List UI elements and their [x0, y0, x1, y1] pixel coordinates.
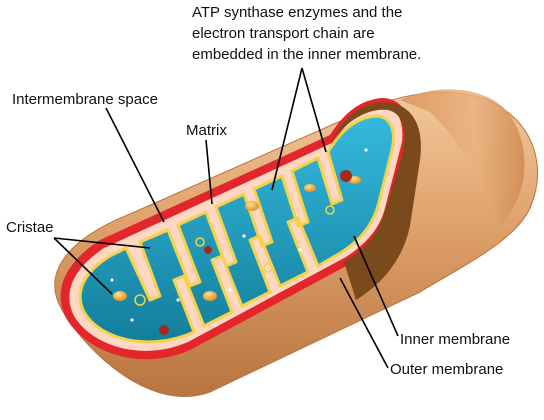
cut-face — [332, 102, 421, 300]
atp-note-line-3: embedded in the inner membrane. — [192, 46, 421, 63]
leader-cristae-2 — [53, 237, 151, 249]
leader-atp-2 — [301, 67, 327, 153]
leader-intermembrane — [105, 107, 165, 223]
granule — [203, 291, 217, 301]
outer-body-end-cap — [400, 89, 525, 226]
leader-atp-1 — [271, 67, 303, 191]
cut-section — [60, 98, 421, 360]
dot — [228, 288, 232, 292]
dna-granule — [340, 170, 352, 182]
label-inner-membrane: Inner membrane — [400, 331, 510, 348]
ring — [263, 263, 273, 273]
granule — [113, 291, 127, 301]
dot — [242, 234, 246, 238]
granule — [304, 184, 316, 192]
dot — [110, 278, 114, 282]
leader-cristae-1 — [53, 237, 113, 295]
dna-granule — [204, 246, 212, 254]
atp-note-line-2: electron transport chain are — [192, 25, 375, 42]
ring — [325, 205, 335, 215]
leader-inner-membrane — [353, 235, 399, 337]
ring — [134, 294, 146, 306]
labels: ATP synthase enzymes and the electron tr… — [6, 4, 510, 378]
matrix-area — [78, 114, 395, 344]
dot — [176, 298, 180, 302]
matrix-granules — [110, 148, 368, 335]
label-intermembrane-space: Intermembrane space — [12, 91, 158, 108]
ring — [195, 237, 205, 247]
dot — [364, 148, 368, 152]
label-matrix: Matrix — [186, 122, 227, 139]
leader-matrix — [205, 139, 213, 205]
leader-outer-membrane — [339, 277, 389, 369]
dot — [130, 318, 134, 322]
atp-note-line-1: ATP synthase enzymes and the — [192, 4, 402, 21]
label-outer-membrane: Outer membrane — [390, 361, 503, 378]
granule — [349, 176, 361, 184]
dna-granule — [159, 325, 169, 335]
dot — [298, 248, 302, 252]
label-cristae: Cristae — [6, 219, 54, 236]
granule — [245, 201, 259, 211]
leader-lines — [53, 67, 399, 369]
